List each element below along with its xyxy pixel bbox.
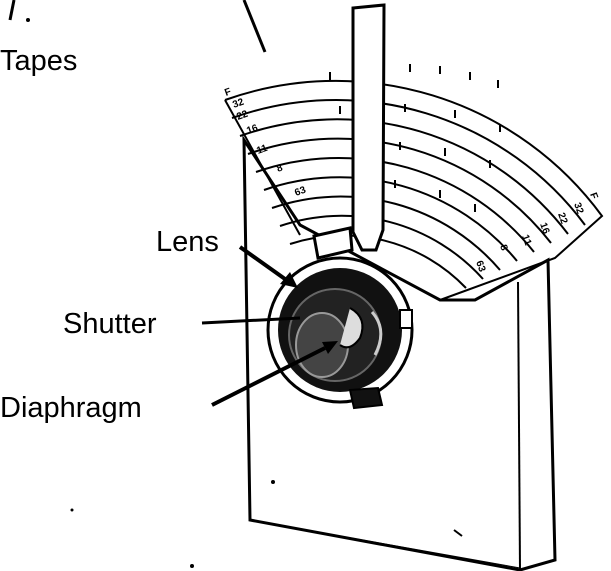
scale-right-0: 63 bbox=[473, 259, 487, 274]
speck bbox=[271, 480, 275, 484]
scale-right-6: F bbox=[587, 191, 599, 201]
scale-left-4: 11 bbox=[255, 143, 269, 157]
tapes-pointer-line-2 bbox=[242, 0, 267, 53]
speck bbox=[190, 564, 194, 568]
tape-strips bbox=[312, 3, 386, 260]
scale-right-1: 8 bbox=[497, 243, 509, 252]
scale-right-3: 16 bbox=[537, 221, 551, 236]
speck bbox=[26, 18, 30, 22]
tapes-pointer-line bbox=[8, 0, 16, 21]
right-scale-numbers: 63 8 11 16 22 32 F bbox=[473, 191, 599, 274]
diaphragm-arrow bbox=[211, 341, 338, 407]
shutter-arrow bbox=[201, 316, 301, 325]
scale-left-3: 16 bbox=[245, 123, 260, 137]
left-scale-numbers: F 32 22 16 11 8 63 bbox=[223, 86, 308, 198]
shutter-label: Shutter bbox=[63, 308, 157, 340]
lens-arrow bbox=[238, 245, 298, 288]
scale-left-0: F bbox=[223, 86, 233, 98]
speck bbox=[453, 529, 463, 537]
lens-label: Lens bbox=[156, 226, 219, 258]
tapes-label: Tapes bbox=[0, 45, 77, 77]
diaphragm-label: Diaphragm bbox=[0, 392, 142, 424]
lens-assembly bbox=[266, 256, 414, 410]
scale-left-6: 63 bbox=[293, 185, 308, 199]
scale-right-2: 11 bbox=[519, 233, 533, 247]
scale-left-1: 32 bbox=[231, 97, 246, 111]
scale-right-4: 22 bbox=[555, 211, 569, 226]
scale-left-2: 22 bbox=[235, 109, 250, 123]
scale-left-5: 8 bbox=[275, 162, 284, 174]
speck bbox=[70, 508, 74, 512]
scale-right-5: 32 bbox=[571, 201, 585, 216]
